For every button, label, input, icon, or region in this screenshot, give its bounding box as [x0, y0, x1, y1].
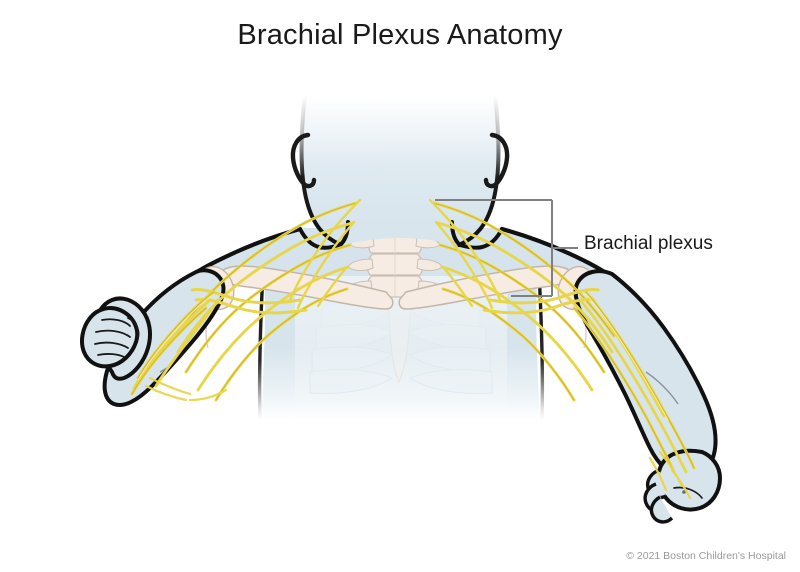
rib-cage: [295, 267, 507, 426]
brachial-plexus-leader: [435, 199, 578, 297]
head: [290, 93, 510, 250]
brachial-plexus-nerves: [130, 198, 696, 500]
ear-right-icon: [483, 132, 510, 189]
copyright-notice: © 2021 Boston Children's Hospital: [626, 550, 786, 562]
ear-left-icon: [290, 132, 317, 189]
brachial-plexus-label: Brachial plexus: [584, 233, 713, 254]
fist-left: [80, 306, 140, 369]
arm-left: [80, 268, 226, 407]
arm-right: [573, 269, 722, 524]
page-title: Brachial Plexus Anatomy: [237, 19, 563, 51]
